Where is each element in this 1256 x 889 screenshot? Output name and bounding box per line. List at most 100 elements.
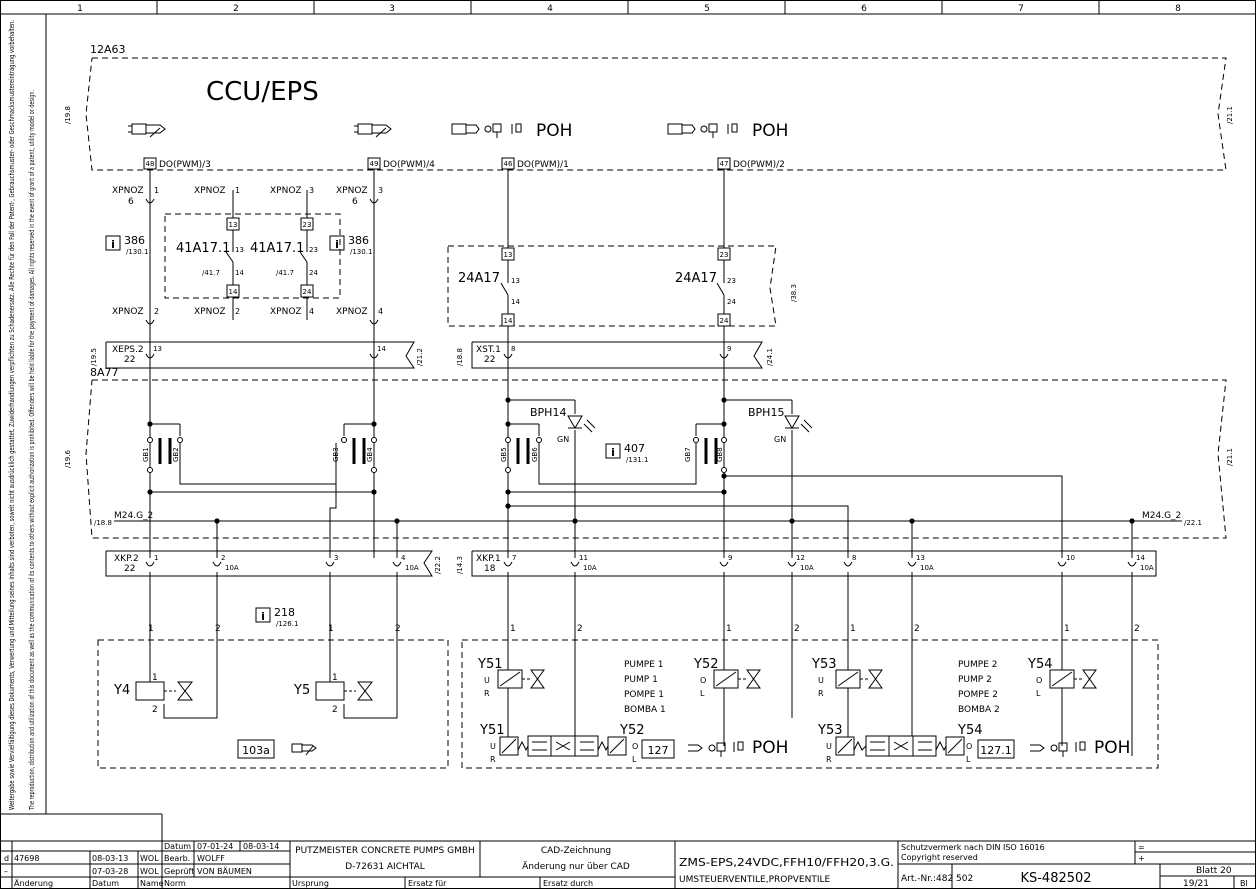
column-number: 5: [704, 4, 710, 14]
column-number: 4: [547, 4, 553, 14]
svg-text:/18.8: /18.8: [94, 519, 112, 527]
svg-text:/18.8: /18.8: [456, 348, 464, 366]
cad-note: CAD-Zeichnung: [541, 846, 611, 856]
svg-text:GB6: GB6: [531, 447, 539, 462]
svg-text:U: U: [484, 676, 490, 685]
connector-xst: XST.1 22 8 9 /18.8 /24.1: [456, 341, 774, 369]
pump-label: PUMP 1: [624, 675, 658, 685]
svg-text:GB1: GB1: [142, 447, 150, 462]
solenoid-y4: [135, 681, 165, 701]
svg-text:2: 2: [221, 554, 225, 562]
svg-text:O: O: [632, 742, 638, 751]
pwm-output-icon: [1030, 741, 1086, 757]
svg-text:1: 1: [328, 624, 334, 634]
svg-text:3: 3: [334, 554, 338, 562]
xpnoz-label: XPNOZ: [112, 186, 144, 196]
valve-name: Y53: [817, 723, 842, 738]
pump-label: POMPE 2: [958, 690, 998, 700]
output-label: DO(PWM)/4: [383, 160, 435, 170]
header-change: Änderung: [14, 878, 53, 888]
svg-text:1: 1: [332, 673, 338, 683]
pwm-output-icon: [354, 123, 392, 138]
svg-text:/24.1: /24.1: [766, 348, 774, 366]
svg-text:13: 13: [916, 554, 925, 562]
svg-text:2: 2: [395, 624, 401, 634]
xpnoz-label: XPNOZ: [112, 307, 144, 317]
output-label: DO(PWM)/1: [517, 160, 569, 170]
xpnoz-label: XPNOZ: [270, 186, 302, 196]
svg-text:6: 6: [128, 197, 134, 207]
xpnoz-label: XPNOZ: [336, 186, 368, 196]
svg-text:1: 1: [154, 554, 158, 562]
svg-text:i: i: [111, 238, 115, 251]
svg-text:2: 2: [332, 705, 338, 715]
led-name: BPH14: [530, 406, 566, 419]
info-ref-number: 407: [624, 442, 645, 455]
svg-text:103a: 103a: [242, 744, 270, 757]
valve-name: Y53: [811, 657, 836, 672]
junction-dots: [147, 397, 1135, 524]
svg-text:2: 2: [215, 624, 221, 634]
svg-text:/22.1: /22.1: [1184, 519, 1202, 527]
svg-text:1: 1: [510, 624, 516, 634]
info-ref-number: 218: [274, 606, 295, 619]
svg-text:GB3: GB3: [332, 447, 340, 462]
svg-text:Ersatz für: Ersatz für: [408, 879, 447, 888]
title-block: d 47698 08-03-13 WOL – 07-03-28 WOL Ände…: [0, 813, 1256, 889]
valve-name: Y54: [957, 723, 982, 738]
revision-name: WOL: [140, 854, 159, 863]
svg-text:10A: 10A: [1140, 564, 1154, 572]
svg-text:U: U: [826, 742, 832, 751]
svg-text:2: 2: [914, 624, 920, 634]
directional-valve-icon: [499, 735, 627, 757]
svg-text:GB4: GB4: [366, 447, 374, 462]
svg-text:13: 13: [153, 345, 162, 353]
relay-terminal: [300, 284, 314, 298]
svg-text:/130.1: /130.1: [126, 248, 148, 256]
svg-text:3: 3: [378, 186, 383, 195]
led-name: BPH15: [748, 406, 784, 419]
document-title: ZMS-EPS,24VDC,FFH10/FFH20,3.G.: [679, 856, 894, 869]
valve-name: Y4: [113, 683, 130, 698]
svg-text:R: R: [826, 755, 832, 764]
svg-text:2: 2: [235, 307, 240, 316]
svg-text:1: 1: [1064, 624, 1070, 634]
valve-name: Y52: [693, 657, 718, 672]
svg-text:4: 4: [378, 307, 383, 316]
directional-valve-icon: [835, 735, 965, 757]
ref-127-1: [977, 739, 1015, 759]
ground-label: M24.G_2: [1142, 511, 1181, 521]
revision-date: 07-03-28: [92, 867, 128, 876]
copyright-note-en: The reproduction, distribution and utili…: [28, 90, 36, 811]
svg-text:i: i: [335, 238, 339, 251]
svg-text:GB7: GB7: [684, 447, 692, 462]
solenoid-y5: [315, 681, 345, 701]
svg-text:1: 1: [235, 186, 240, 195]
svg-text:12: 12: [796, 554, 805, 562]
led-color: GN: [774, 435, 786, 444]
revision-index: –: [4, 867, 8, 876]
module-8a77: 8A77 /19.6 /21.1 M24.G_2 M24.G_2 /18.8 /…: [64, 366, 1234, 539]
svg-text:22: 22: [124, 564, 135, 574]
svg-text:13: 13: [511, 277, 520, 285]
svg-text:Geprüft: Geprüft: [164, 867, 194, 876]
drawn-by: WOLFF: [197, 854, 225, 863]
column-number: 6: [861, 4, 867, 14]
svg-text:10A: 10A: [800, 564, 814, 572]
sheet-count: 19/21: [1183, 879, 1209, 889]
svg-text:+: +: [1138, 854, 1145, 863]
svg-text:46: 46: [504, 160, 513, 168]
svg-text:/21.2: /21.2: [416, 348, 424, 366]
svg-text:/41.7: /41.7: [276, 269, 294, 277]
svg-text:23: 23: [720, 251, 729, 259]
pwm-output-icon: [128, 123, 166, 138]
svg-text:/130.1: /130.1: [350, 248, 372, 256]
checked-by: VON BÄUMEN: [197, 866, 252, 876]
copyright-note-de: Weitergabe sowie Vervielfältigung dieses…: [8, 20, 16, 810]
svg-text:Bl: Bl: [1240, 879, 1248, 888]
relay-name: 24A17: [675, 271, 717, 286]
info-icon: i: [329, 235, 345, 251]
svg-text:GB5: GB5: [500, 447, 508, 462]
company-address: D-72631 AICHTAL: [345, 862, 425, 872]
svg-text:24: 24: [727, 298, 736, 306]
